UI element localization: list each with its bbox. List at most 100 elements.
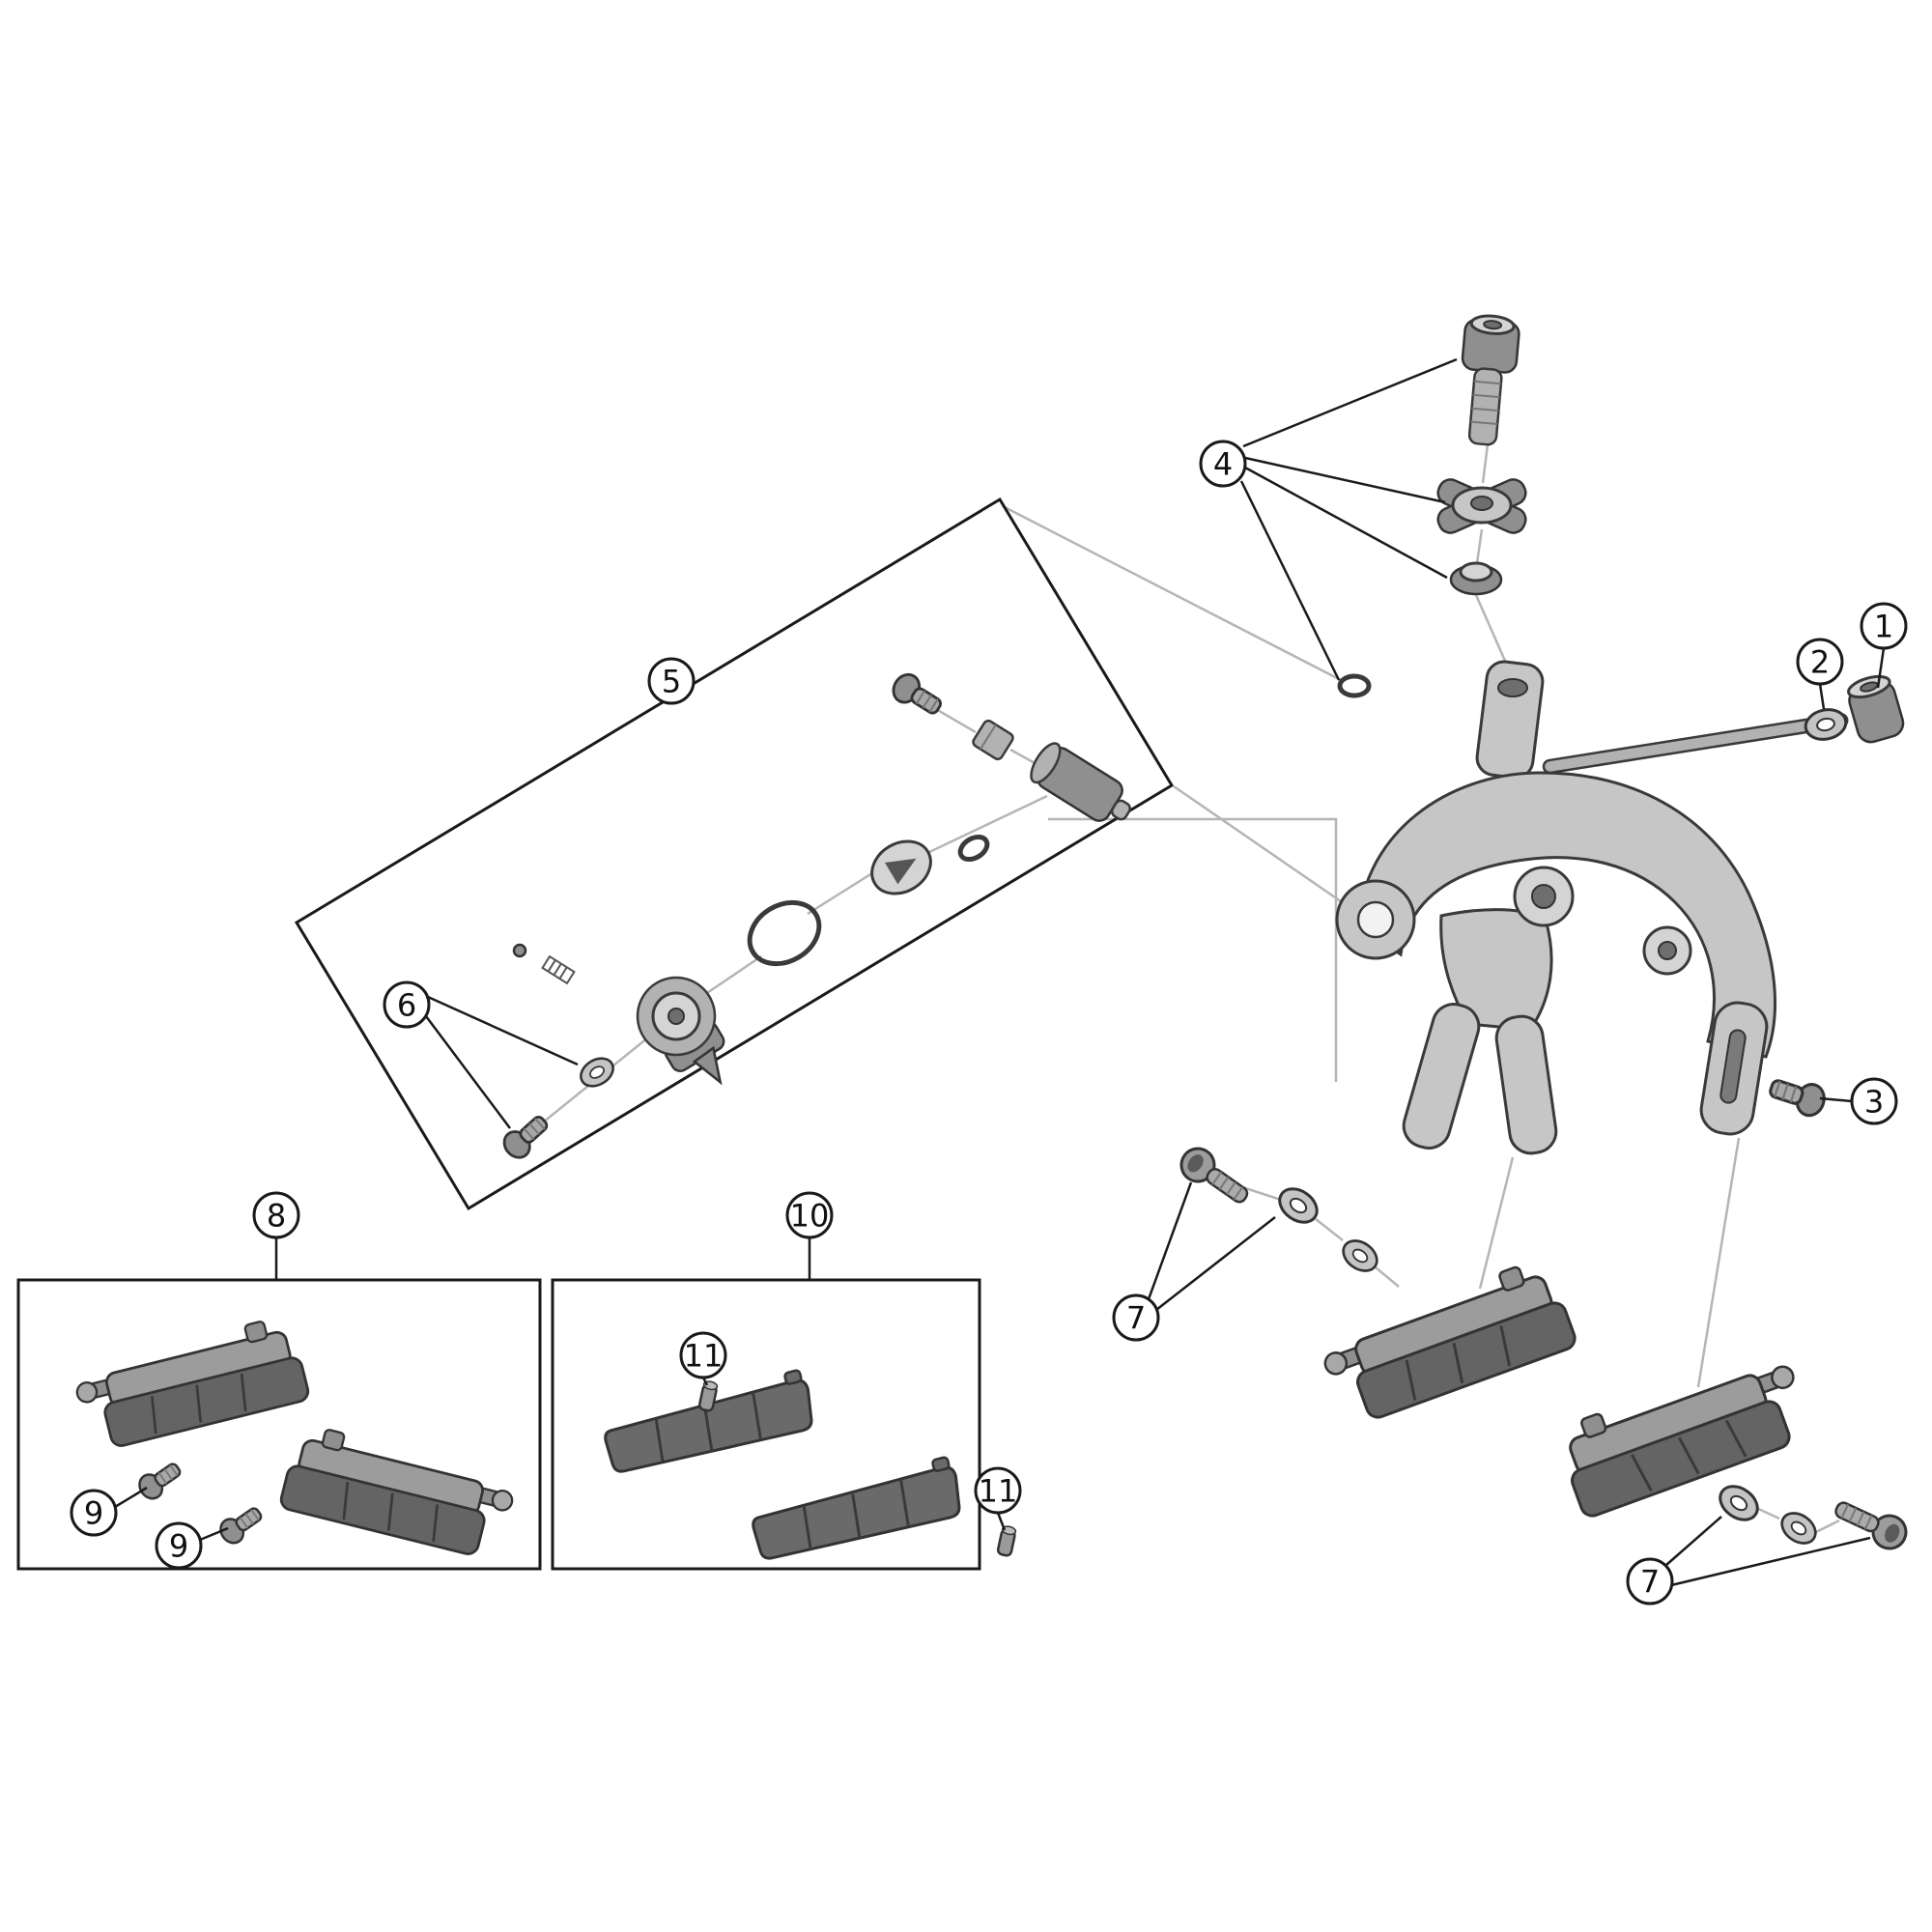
leader-lines: [114, 357, 1886, 1587]
leader-line: [1155, 1216, 1276, 1311]
roller-hole: [668, 1008, 685, 1025]
connector-line: [700, 954, 762, 999]
leader-line: [1239, 480, 1341, 681]
cam-triangle-hole: [885, 858, 917, 885]
quick-release-barrel: [1030, 742, 1131, 822]
leader-line: [996, 1512, 1007, 1531]
barrel-face: [1030, 742, 1062, 784]
caliper-front-arm-plate: [1439, 908, 1553, 1032]
callout-10: 10: [785, 1191, 834, 1239]
connector-line: [1696, 1137, 1741, 1388]
brake-shoe-assembly: [70, 1313, 312, 1455]
callout-9-second: 9: [155, 1521, 203, 1570]
barrel-stub: [1110, 799, 1131, 821]
rear-arm-shoe-slot: [1719, 1029, 1747, 1104]
clamp-plate-body: [972, 719, 1014, 761]
leader-line: [1242, 357, 1458, 448]
leader-line: [199, 1526, 229, 1542]
stem-hole: [1497, 678, 1528, 697]
leader-line: [1244, 456, 1446, 504]
callout-label: 11: [684, 1338, 724, 1375]
callout-circle: [1626, 1557, 1674, 1605]
shoe-washer: [1336, 1233, 1384, 1279]
small-o-ring: [1340, 676, 1369, 696]
pad-fixing-bolt: [133, 1456, 186, 1505]
caliper-bridge-arch: [1356, 771, 1777, 1059]
quick-release-spring-unit: [497, 668, 1131, 1164]
callout-label: 8: [267, 1198, 286, 1235]
spring-coils: [547, 959, 568, 980]
callout-circle: [155, 1521, 203, 1570]
leader-line: [1244, 466, 1448, 580]
leader-line: [1147, 1181, 1193, 1300]
callout-11-first: 11: [679, 1331, 727, 1379]
shoe-washer: [1712, 1478, 1766, 1528]
connector-line: [807, 869, 876, 916]
secondary-boss-hole: [1658, 941, 1677, 960]
callout-5: 5: [647, 657, 696, 705]
leader-line: [1818, 683, 1826, 710]
leader-line: [425, 1015, 511, 1129]
callout-circle: [1796, 638, 1844, 686]
cam-plate: [870, 839, 932, 895]
adjusting-nut: [1436, 478, 1527, 534]
group-box-10: [551, 1278, 981, 1571]
brake-caliper-body: [1335, 660, 1849, 1155]
callout-circle: [785, 1191, 834, 1239]
callout-label: 3: [1864, 1084, 1884, 1121]
callout-8: 8: [252, 1191, 300, 1239]
callout-label: 9: [169, 1528, 188, 1565]
callout-label: 7: [1640, 1564, 1660, 1601]
clamp-plate-groove: [980, 724, 997, 751]
callout-circle: [647, 657, 696, 705]
callout-label: 9: [84, 1495, 103, 1532]
connector-line: [1173, 784, 1351, 910]
leader-line: [1670, 1536, 1871, 1587]
callout-1: 1: [1860, 602, 1908, 650]
dome-washer: [1801, 704, 1851, 745]
connector-line: [1475, 528, 1484, 564]
detent-ball: [512, 943, 527, 958]
shoe-set-right: [1551, 1345, 1914, 1556]
callout-label: 1: [1874, 609, 1893, 645]
callout-label: 10: [790, 1198, 830, 1235]
callout-9-first: 9: [70, 1489, 118, 1537]
callout-7-right: 7: [1626, 1557, 1674, 1605]
connector-line: [1315, 1218, 1344, 1241]
callout-circle: [1850, 1077, 1898, 1125]
bolt-threads: [1470, 380, 1501, 426]
brake-shoe-assembly: [277, 1421, 520, 1563]
callout-circle: [252, 1191, 300, 1239]
pivot-washer: [574, 1051, 620, 1094]
caliper-front-arm-left-prong: [1402, 1003, 1481, 1150]
pivot-axle-rod: [1542, 713, 1849, 775]
callout-label: 4: [1213, 446, 1233, 483]
callout-7-middle: 7: [1112, 1293, 1160, 1342]
hex-socket: [1483, 320, 1503, 330]
shoe-washer: [1775, 1505, 1823, 1551]
leader-line: [1665, 1516, 1722, 1566]
callout-label: 11: [979, 1473, 1018, 1510]
shoe-fixing-bolt: [1173, 1140, 1257, 1213]
connector-line: [1375, 1266, 1400, 1288]
callout-4: 4: [1199, 440, 1247, 488]
cone-top: [1459, 561, 1493, 582]
clamp-bolt: [887, 668, 948, 723]
callout-label: 7: [1126, 1300, 1146, 1337]
return-spring-ring: [747, 899, 822, 967]
pad-fixing-bolt: [214, 1500, 268, 1549]
connector-line: [924, 794, 1048, 856]
mounting-bolt: [1461, 314, 1520, 446]
callouts: 1 2 3 4 5 6 7 7: [70, 440, 1908, 1605]
mounting-hardware-group: [1340, 314, 1527, 696]
caliper-front-arm-right-prong: [1494, 1014, 1558, 1155]
callout-circle: [1199, 440, 1247, 488]
recessed-mounting-nut: [1847, 674, 1905, 744]
brake-shoe-assembly: [1551, 1345, 1817, 1520]
callout-label: 2: [1810, 644, 1830, 681]
callout-6: 6: [383, 980, 431, 1029]
caliper-stem: [1475, 660, 1545, 780]
group-box-5: [294, 497, 1175, 1211]
connector-lines: [532, 443, 1840, 1534]
